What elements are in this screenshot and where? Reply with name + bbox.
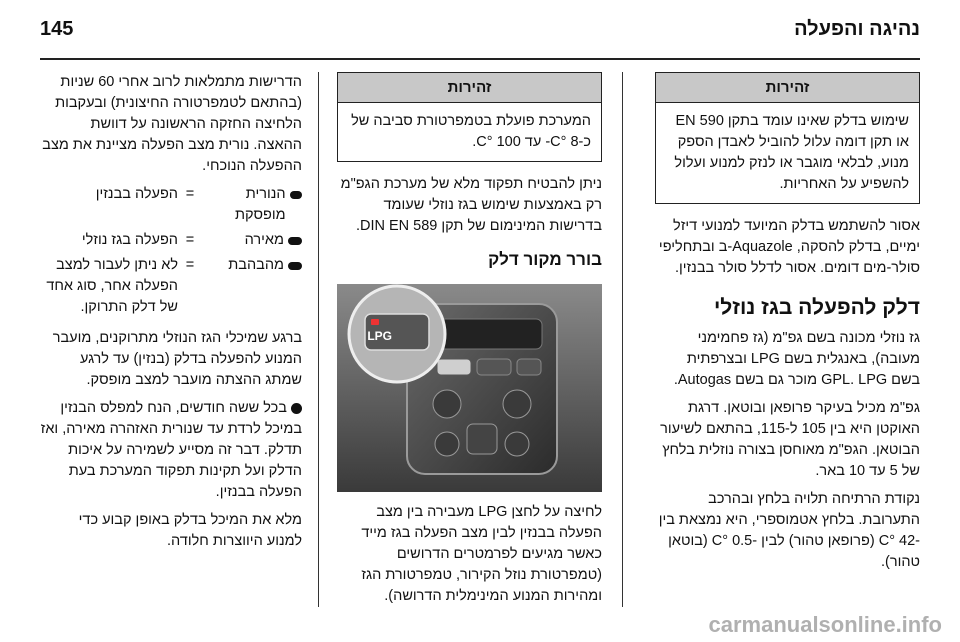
row-label: הנורית מופסקת xyxy=(234,186,286,223)
column-right: זהירות שימוש בדלק שאינו עומד בתקן EN 590… xyxy=(655,72,920,580)
led-icon xyxy=(288,237,302,245)
paragraph: בכל ששה חודשים, הנח למפלס הבנזין במיכל ל… xyxy=(40,398,302,503)
warning-text: שימוש בדלק שאינו עומד בתקן EN 590 או תקן… xyxy=(674,113,909,192)
warning-title: זהירות xyxy=(656,73,919,103)
page-number: 145 xyxy=(40,18,74,40)
dashboard-photo: LPG xyxy=(337,284,602,492)
row-eq: = xyxy=(185,257,195,273)
paragraph: גפ"מ מכיל בעיקר פרופאן ובוטאן. דרגת האוק… xyxy=(660,400,920,479)
warning-text: המערכת פועלת בטמפרטורת סביבה של כ-8 °C- … xyxy=(351,113,591,150)
lpg-label: LPG xyxy=(367,329,392,343)
paragraph: אסור להשתמש בדלק המיועד למנועי דיזל ימיי… xyxy=(658,218,920,276)
row-label: מאירה xyxy=(244,232,284,248)
lpg-button-figure: LPG xyxy=(337,284,602,492)
row-eq: = xyxy=(185,232,195,248)
column-divider xyxy=(622,72,623,607)
section-title: דלק להפעלה בגז נוזלי xyxy=(713,296,920,319)
paragraph: נקודת הרתיחה תלויה בלחץ ובהרכב התערובת. … xyxy=(658,491,920,570)
warning-box: זהירות שימוש בדלק שאינו עומד בתקן EN 590… xyxy=(655,72,920,204)
header-rule xyxy=(40,58,920,60)
led-icon xyxy=(288,262,302,270)
warning-box: זהירות המערכת פועלת בטמפרטורת סביבה של כ… xyxy=(337,72,602,162)
warning-title: זהירות xyxy=(338,73,601,103)
column-left: הדרישות מתמלאות לרוב אחרי 60 שניות (בהתא… xyxy=(40,72,302,559)
paragraph: מלא את המיכל בדלק באופן קבוע כדי למנוע ה… xyxy=(78,512,302,549)
paragraph: הדרישות מתמלאות לרוב אחרי 60 שניות (בהתא… xyxy=(42,74,302,174)
paragraph: גז נוזלי מכונה בשם גפ"מ (גז פחמימני מעוב… xyxy=(673,330,920,388)
page-title: נהיגה והפעלה xyxy=(794,18,920,40)
column-middle: זהירות המערכת פועלת בטמפרטורת סביבה של כ… xyxy=(337,72,602,614)
row-value: לא ניתן לעבור למצב הפעלה אחר, סוג אחד של… xyxy=(46,257,178,315)
lamp-status-table: הנורית מופסקת = הפעלה בבנזין מאירה = הפע… xyxy=(40,184,302,318)
led-icon xyxy=(289,191,302,199)
paragraph: ניתן להבטיח תפקוד מלא של מערכת הגפ"מ רק … xyxy=(340,176,602,234)
page-header: נהיגה והפעלה 145 xyxy=(40,18,920,48)
table-row: מהבהבת = לא ניתן לעבור למצב הפעלה אחר, ס… xyxy=(40,255,302,318)
row-value: הפעלה בגז נוזלי xyxy=(81,232,178,248)
table-row: מאירה = הפעלה בגז נוזלי xyxy=(40,230,302,251)
paragraph-text: בכל ששה חודשים, הנח למפלס הבנזין במיכל ל… xyxy=(40,400,302,500)
row-value: הפעלה בבנזין xyxy=(95,186,178,202)
paragraph: ברגע שמיכלי הגז הנוזלי מתרוקנים, מועבר ה… xyxy=(52,330,302,388)
column-divider xyxy=(318,72,319,607)
table-row: הנורית מופסקת = הפעלה בבנזין xyxy=(40,184,302,226)
fuel-warning-icon xyxy=(291,402,302,414)
row-eq: = xyxy=(185,186,195,202)
paragraph: לחיצה על לחצן LPG מעבירה בין מצב הפעלה ב… xyxy=(361,504,602,604)
watermark: carmanualsonline.info xyxy=(708,612,943,637)
row-label: מהבהבת xyxy=(228,257,284,273)
subsection-title: בורר מקור דלק xyxy=(488,250,602,269)
